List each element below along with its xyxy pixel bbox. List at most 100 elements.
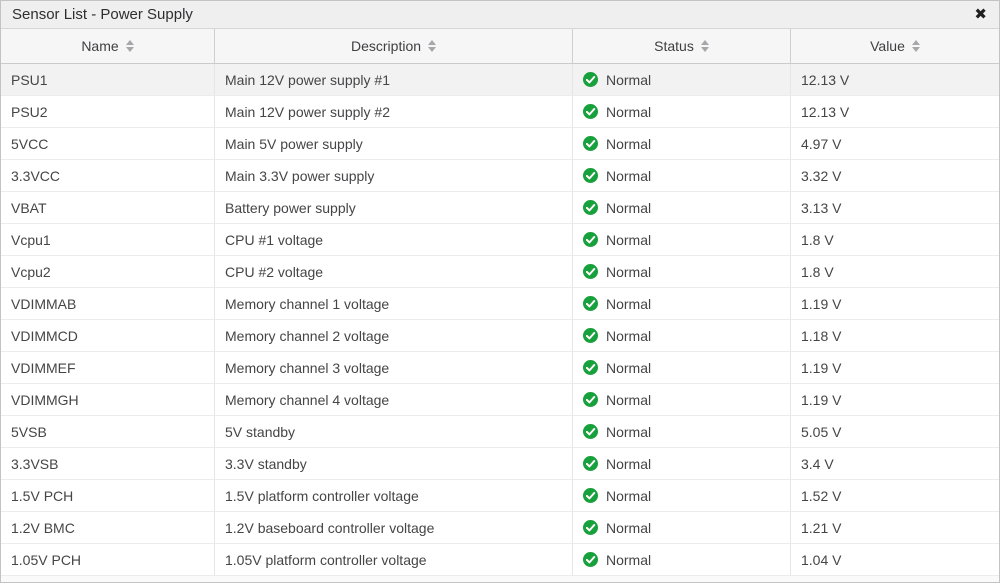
status-label: Normal [606,263,652,280]
sensor-value-cell: 12.13 V [801,71,850,88]
sensor-description-cell: Memory channel 1 voltage [215,288,573,319]
partial-next-row [1,576,999,582]
sensor-name-cell: VDIMMEF [1,352,215,383]
sensor-value-cell: 1.18 V [801,327,842,344]
sensor-name-cell: 1.05V PCH [1,544,215,575]
check-circle-icon [583,264,598,279]
check-circle-icon [583,104,598,119]
table-row[interactable]: Vcpu1 CPU #1 voltage Normal 1.8 V [1,224,999,256]
sensor-value-cell: 12.13 V [801,103,850,120]
check-circle-icon [583,520,598,535]
status-label: Normal [606,519,652,536]
sensor-name-cell: VDIMMCD [1,320,215,351]
column-header-description[interactable]: Description [215,29,573,63]
sensor-description-cell: 1.05V platform controller voltage [215,544,573,575]
table-row[interactable]: VDIMMCD Memory channel 2 voltage Normal … [1,320,999,352]
sensor-value-cell: 3.13 V [801,199,842,216]
close-icon[interactable]: ✖ [974,6,987,23]
sensor-description-cell: 5V standby [215,416,573,447]
sensor-description-cell: 1.2V baseboard controller voltage [215,512,573,543]
table-body: PSU1 Main 12V power supply #1 Normal 12.… [1,64,999,576]
table-header-row: Name Description Status Value [1,29,999,64]
sensor-value-cell: 1.52 V [801,487,842,504]
check-circle-icon [583,456,598,471]
sensor-description-cell: CPU #2 voltage [215,256,573,287]
table-row[interactable]: 1.05V PCH 1.05V platform controller volt… [1,544,999,576]
check-circle-icon [583,360,598,375]
sensor-status-cell: Normal [573,288,791,319]
status-label: Normal [606,423,652,440]
status-label: Normal [606,359,652,376]
sensor-name-cell: VDIMMGH [1,384,215,415]
check-circle-icon [583,424,598,439]
table-row[interactable]: VBAT Battery power supply Normal 3.13 V [1,192,999,224]
sensor-description-cell: 3.3V standby [215,448,573,479]
sensor-status-cell: Normal [573,96,791,127]
sensor-description-cell: Memory channel 3 voltage [215,352,573,383]
table-row[interactable]: VDIMMEF Memory channel 3 voltage Normal … [1,352,999,384]
column-header-value[interactable]: Value [791,29,999,63]
status-label: Normal [606,487,652,504]
status-label: Normal [606,103,652,120]
sensor-status-cell: Normal [573,512,791,543]
sensor-name-cell: PSU2 [1,96,215,127]
table-row[interactable]: 3.3VSB 3.3V standby Normal 3.4 V [1,448,999,480]
panel-title: Sensor List - Power Supply [12,6,193,23]
column-header-status[interactable]: Status [573,29,791,63]
sensor-status-cell: Normal [573,544,791,575]
sensor-description-cell: Main 3.3V power supply [215,160,573,191]
table-row[interactable]: 5VCC Main 5V power supply Normal 4.97 V [1,128,999,160]
status-label: Normal [606,135,652,152]
sensor-name-cell: 1.5V PCH [1,480,215,511]
table-row[interactable]: 5VSB 5V standby Normal 5.05 V [1,416,999,448]
sensor-name-cell: Vcpu2 [1,256,215,287]
sensor-name-cell: PSU1 [1,64,215,95]
table-row[interactable]: 1.2V BMC 1.2V baseboard controller volta… [1,512,999,544]
sensor-value-cell: 3.4 V [801,455,834,472]
sensor-value-cell: 1.19 V [801,295,842,312]
sensor-description-cell: Main 12V power supply #1 [215,64,573,95]
sensor-description-cell: CPU #1 voltage [215,224,573,255]
table-row[interactable]: VDIMMGH Memory channel 4 voltage Normal … [1,384,999,416]
status-label: Normal [606,231,652,248]
sort-up-down-icon [911,40,920,52]
sensor-status-cell: Normal [573,128,791,159]
table-row[interactable]: VDIMMAB Memory channel 1 voltage Normal … [1,288,999,320]
check-circle-icon [583,328,598,343]
table-row[interactable]: Vcpu2 CPU #2 voltage Normal 1.8 V [1,256,999,288]
sort-up-down-icon [125,40,134,52]
check-circle-icon [583,72,598,87]
status-label: Normal [606,551,652,568]
sensor-name-cell: 3.3VSB [1,448,215,479]
sensor-name-cell: 5VCC [1,128,215,159]
sensor-description-cell: Main 12V power supply #2 [215,96,573,127]
sensor-name-cell: 1.2V BMC [1,512,215,543]
sensor-name-cell: VDIMMAB [1,288,215,319]
sensor-status-cell: Normal [573,320,791,351]
sensor-value-cell: 5.05 V [801,423,842,440]
sensor-status-cell: Normal [573,384,791,415]
status-label: Normal [606,455,652,472]
table-row[interactable]: PSU1 Main 12V power supply #1 Normal 12.… [1,64,999,96]
check-circle-icon [583,552,598,567]
sensor-description-cell: Main 5V power supply [215,128,573,159]
column-header-label: Description [350,38,422,54]
sensor-value-cell: 1.21 V [801,519,842,536]
sensor-name-cell: 3.3VCC [1,160,215,191]
table-row[interactable]: 3.3VCC Main 3.3V power supply Normal 3.3… [1,160,999,192]
sensor-value-cell: 1.19 V [801,391,842,408]
status-label: Normal [606,327,652,344]
sensor-value-cell: 4.97 V [801,135,842,152]
table-row[interactable]: 1.5V PCH 1.5V platform controller voltag… [1,480,999,512]
sensor-value-cell: 1.8 V [801,231,834,248]
column-header-name[interactable]: Name [1,29,215,63]
status-label: Normal [606,391,652,408]
check-circle-icon [583,488,598,503]
status-label: Normal [606,167,652,184]
table-row[interactable]: PSU2 Main 12V power supply #2 Normal 12.… [1,96,999,128]
column-header-label: Status [654,38,694,54]
status-label: Normal [606,71,652,88]
sort-up-down-icon [428,40,437,52]
sensor-name-cell: Vcpu1 [1,224,215,255]
sensor-status-cell: Normal [573,480,791,511]
